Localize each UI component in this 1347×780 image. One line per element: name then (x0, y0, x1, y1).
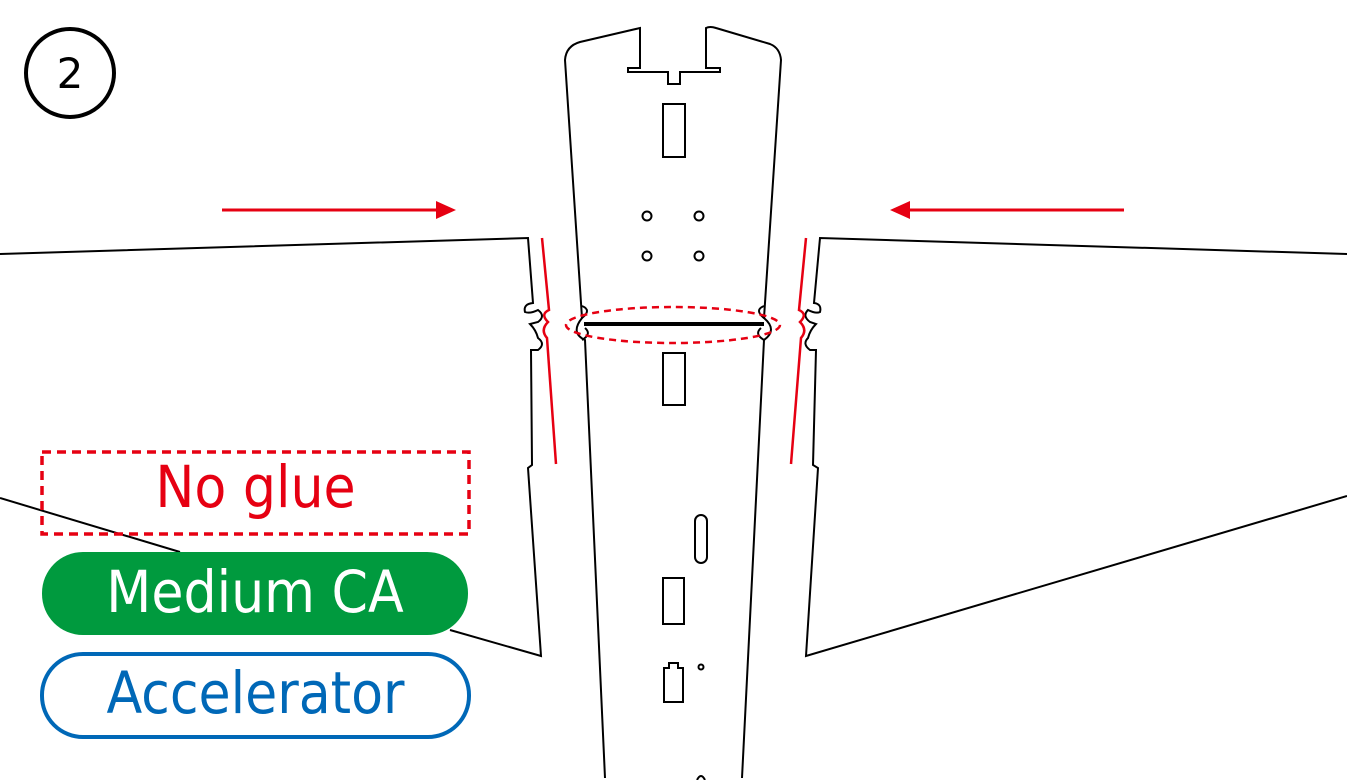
step-badge: 2 (24, 27, 116, 119)
left-wing (0, 236, 543, 658)
left-arrow (222, 201, 456, 219)
right-arrow (890, 201, 1124, 219)
step-number: 2 (57, 49, 84, 98)
legend-accelerator-box (40, 652, 471, 739)
no-glue-marker (564, 305, 782, 345)
left-wing-lower-edge (0, 497, 181, 553)
hole (641, 250, 653, 262)
slot-bottom (663, 662, 684, 703)
legend-no-glue-label: No glue (155, 453, 356, 521)
hole (693, 250, 705, 262)
hole (693, 210, 705, 222)
legend-medium-ca-box (42, 552, 468, 635)
slot-oval (694, 514, 708, 564)
slot-lower (662, 577, 685, 625)
left-joint-line (540, 237, 558, 465)
right-joint-line (789, 237, 808, 465)
slot-top (662, 103, 686, 158)
right-wing (804, 236, 1347, 658)
hole-small (697, 663, 705, 671)
fuselage-notch (581, 305, 765, 341)
legend-accelerator-label: Accelerator (106, 659, 405, 727)
legend-medium-ca-label: Medium CA (106, 558, 404, 626)
fuselage-part (563, 26, 783, 779)
hole-partial (696, 775, 706, 780)
legend-no-glue-box (40, 450, 471, 536)
slot-middle (662, 352, 686, 406)
hole (641, 210, 653, 222)
